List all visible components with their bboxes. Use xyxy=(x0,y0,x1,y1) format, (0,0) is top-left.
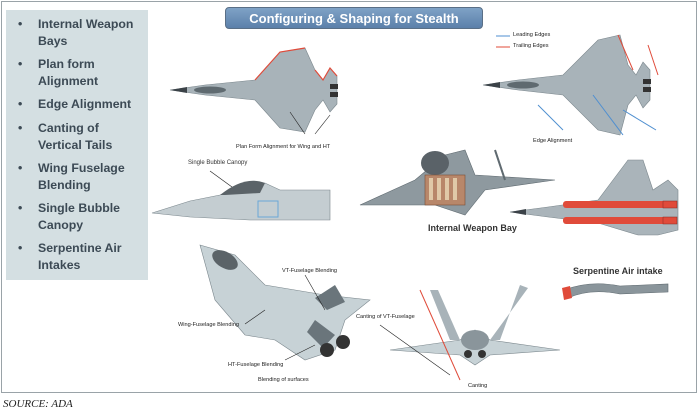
canting-aircraft-illustration xyxy=(379,285,561,381)
leading-edges-label: Leading Edges xyxy=(513,32,551,38)
feature-item: Plan form Alignment xyxy=(14,56,142,90)
edge-alignment-label: Edge Alignment xyxy=(533,138,573,144)
weapon-bay-aircraft-illustration xyxy=(359,149,556,216)
serpentine-label: Serpentine Air intake xyxy=(573,266,663,276)
serpentine-duct-illustration xyxy=(562,283,669,300)
features-panel: Internal Weapon Bays Plan form Alignment… xyxy=(6,10,148,280)
blending-aircraft-illustration xyxy=(199,244,371,361)
edge-alignment-aircraft-illustration xyxy=(482,34,659,136)
weapon-bay-label: Internal Weapon Bay xyxy=(428,223,517,233)
planform-aircraft-illustration xyxy=(169,47,338,135)
feature-item: Canting of Vertical Tails xyxy=(14,120,142,154)
trailing-edges-label: Trailing Edges xyxy=(513,43,549,49)
canting-label: Canting xyxy=(468,383,488,389)
feature-item: Serpentine Air Intakes xyxy=(14,240,142,274)
source-note: SOURCE: ADA xyxy=(3,398,73,410)
wing-fuselage-blending-label: Wing-Fuselage Blending xyxy=(178,322,239,328)
feature-item: Internal Weapon Bays xyxy=(14,16,142,50)
canopy-aircraft-illustration xyxy=(151,170,331,221)
blending-surfaces-label: Blending of surfaces xyxy=(258,377,309,383)
vt-fuselage-blending-label: VT-Fuselage Blending xyxy=(282,268,338,274)
feature-item: Edge Alignment xyxy=(14,96,142,113)
feature-item: Single Bubble Canopy xyxy=(14,200,142,234)
canopy-label: Single Bubble Canopy xyxy=(188,160,248,166)
feature-item: Wing Fuselage Blending xyxy=(14,160,142,194)
serpentine-aircraft-illustration xyxy=(509,159,679,236)
figure-title: Configuring & Shaping for Stealth xyxy=(225,7,483,29)
canting-vt-fuselage-label: Canting of VT-Fuselage xyxy=(356,314,415,320)
feature-list: Internal Weapon Bays Plan form Alignment… xyxy=(14,16,142,274)
ht-fuselage-blending-label: HT-Fuselage Blending xyxy=(228,362,284,368)
planform-label: Plan Form Alignment for Wing and HT xyxy=(236,144,331,150)
